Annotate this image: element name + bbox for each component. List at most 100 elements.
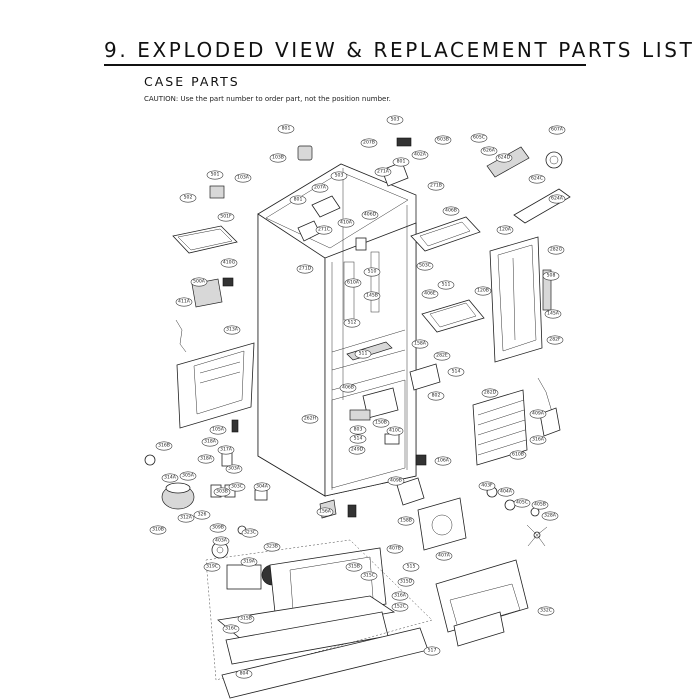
callout-405b: 405B <box>531 500 549 510</box>
svg-text:605C: 605C <box>473 135 485 141</box>
callout-249d: 249D <box>348 445 366 455</box>
svg-text:304A: 304A <box>256 484 269 490</box>
svg-text:318A: 318A <box>204 439 217 445</box>
callout-410g: 410G <box>220 258 238 268</box>
callout-514: 514 <box>447 367 465 377</box>
svg-text:404A: 404A <box>500 489 513 495</box>
svg-text:271A: 271A <box>377 169 390 175</box>
callout-323b: 323B <box>263 542 281 552</box>
svg-text:402A: 402A <box>414 152 427 158</box>
callout-316a: 316A <box>529 435 547 445</box>
callout-271d: 271D <box>296 264 314 274</box>
callout-158a: 158A <box>411 339 429 349</box>
callout-315b: 315B <box>345 562 363 572</box>
svg-text:120B: 120B <box>477 288 489 294</box>
callout-120a: 120A <box>496 225 514 235</box>
callout-328a: 328A <box>541 511 559 521</box>
callout-103b: 103B <box>269 153 287 163</box>
callout-316b: 316B <box>155 441 173 451</box>
svg-text:310B: 310B <box>152 527 164 533</box>
svg-text:305A: 305A <box>182 473 195 479</box>
callout-406b2: 406B <box>339 383 357 393</box>
callout-323c: 323C <box>241 528 259 538</box>
callout-316c: 316C <box>222 624 240 634</box>
svg-text:801: 801 <box>397 159 406 165</box>
top-hinge-assembly <box>297 137 412 251</box>
svg-text:315D: 315D <box>400 579 413 585</box>
callout-303c: 303C <box>228 482 246 492</box>
callout-626a: 626A <box>480 146 498 156</box>
callout-603b: 603B <box>434 135 452 145</box>
callout-501f: 501F <box>217 212 235 222</box>
svg-text:271D: 271D <box>299 266 312 272</box>
svg-text:411A: 411A <box>178 299 191 305</box>
callout-315d: 315D <box>397 577 415 587</box>
callout-317a: 317A <box>217 445 235 455</box>
callout-303a: 303A <box>225 464 243 474</box>
callout-624c: 624C <box>528 174 546 184</box>
svg-text:152C: 152C <box>394 604 406 610</box>
callout-207b: 207B <box>360 138 378 148</box>
center-lower-parts <box>319 363 441 519</box>
svg-text:303B: 303B <box>216 489 228 495</box>
svg-text:332C: 332C <box>540 608 552 614</box>
callout-406e: 406E <box>421 289 439 299</box>
callout-158b: 158B <box>397 516 415 526</box>
svg-text:502: 502 <box>184 195 193 201</box>
callout-271c: 271C <box>315 225 333 235</box>
svg-text:409A: 409A <box>532 411 545 417</box>
callout-407a: 407A <box>435 551 453 561</box>
callout-315c: 315C <box>360 571 378 581</box>
svg-text:610A: 610A <box>347 280 360 286</box>
callout-409b: 409B <box>387 476 405 486</box>
svg-text:156A: 156A <box>319 509 332 515</box>
callout-152c: 152C <box>391 602 409 612</box>
svg-text:314A: 314A <box>164 475 177 481</box>
svg-text:282G: 282G <box>550 247 563 253</box>
callout-512: 512 <box>343 318 361 328</box>
callout-313a: 313A <box>223 325 241 335</box>
svg-text:410C: 410C <box>389 428 401 434</box>
svg-text:410A: 410A <box>340 220 353 226</box>
cabinet-body <box>257 163 417 497</box>
callout-405c: 405C <box>513 498 531 508</box>
svg-text:158A: 158A <box>414 341 427 347</box>
callout-156a: 156A <box>316 507 334 517</box>
svg-text:271C: 271C <box>318 227 330 233</box>
svg-text:145B: 145B <box>366 293 378 299</box>
svg-text:503C: 503C <box>419 263 431 269</box>
callout-624d: 624D <box>495 153 513 163</box>
callout-404a: 404A <box>497 487 515 497</box>
callout-207a: 207A <box>311 183 329 193</box>
callout-403f: 403F <box>478 481 496 491</box>
callout-605c: 605C <box>470 133 488 143</box>
svg-text:315C: 315C <box>363 573 375 579</box>
svg-text:315B: 315B <box>240 616 252 622</box>
svg-text:607A: 607A <box>551 127 564 133</box>
svg-text:510: 510 <box>368 269 377 275</box>
svg-text:500A: 500A <box>193 279 206 285</box>
svg-text:319A: 319A <box>243 559 256 565</box>
callout-503b: 503 <box>330 171 348 181</box>
svg-text:501: 501 <box>211 172 220 178</box>
svg-text:624A: 624A <box>551 196 564 202</box>
callout-262h: 262H <box>301 414 319 424</box>
callout-labels: 801 103B 503 207B 603B 605C 607A 801 402… <box>149 115 566 679</box>
callout-802: 802 <box>427 391 445 401</box>
svg-text:315B: 315B <box>348 564 360 570</box>
svg-text:503: 503 <box>335 173 344 179</box>
callout-105a: 105A <box>209 425 227 435</box>
svg-text:610B: 610B <box>512 452 524 458</box>
right-panel <box>489 236 552 363</box>
svg-text:158B: 158B <box>400 518 412 524</box>
svg-text:406E: 406E <box>424 291 436 297</box>
callout-610b: 610B <box>509 450 527 460</box>
callout-514b: 514 <box>349 434 367 444</box>
svg-text:328A: 328A <box>544 513 557 519</box>
svg-text:514: 514 <box>452 369 461 375</box>
svg-text:316C: 316C <box>225 626 237 632</box>
callout-801: 801 <box>277 124 295 134</box>
callout-607a: 607A <box>548 125 566 135</box>
callout-282f: 282F <box>546 335 564 345</box>
